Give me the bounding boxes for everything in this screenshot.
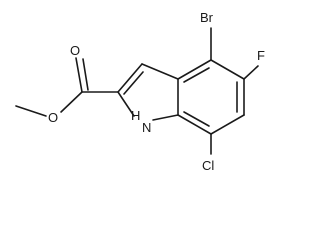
bond-oester-methyl <box>15 105 47 117</box>
atom-label-carbonyl-o: O <box>70 43 80 58</box>
bond-c7-c7a-double <box>183 111 210 127</box>
bond-c3-c2-double <box>123 71 144 95</box>
bond-c5-f <box>243 65 259 80</box>
bond-c3a-c3 <box>141 63 179 80</box>
bond-c3a-c4 <box>177 59 212 80</box>
bond-c6-c7 <box>210 114 245 135</box>
bond-c3a-c4-double <box>183 67 210 83</box>
bond-n1-c7a <box>152 114 179 121</box>
atom-label-nh-h: H <box>131 108 140 123</box>
atom-label-n: N <box>142 120 151 135</box>
bond-c2-n1 <box>117 91 135 117</box>
bond-c7-c7a <box>177 114 212 135</box>
bond-carbonyl-o-double <box>82 58 89 91</box>
bond-c3-c2 <box>117 63 143 93</box>
bond-carbonyl-o <box>75 57 83 93</box>
atom-label-f: F <box>257 48 265 63</box>
molecule-structure: Br F Cl H N O O <box>15 10 265 173</box>
atom-label-ester-o: O <box>48 110 58 125</box>
bond-ccarbonyl-oester <box>60 91 83 113</box>
atom-label-cl: Cl <box>202 158 214 173</box>
bond-c4-c5 <box>210 59 245 80</box>
atom-label-br: Br <box>200 10 214 25</box>
